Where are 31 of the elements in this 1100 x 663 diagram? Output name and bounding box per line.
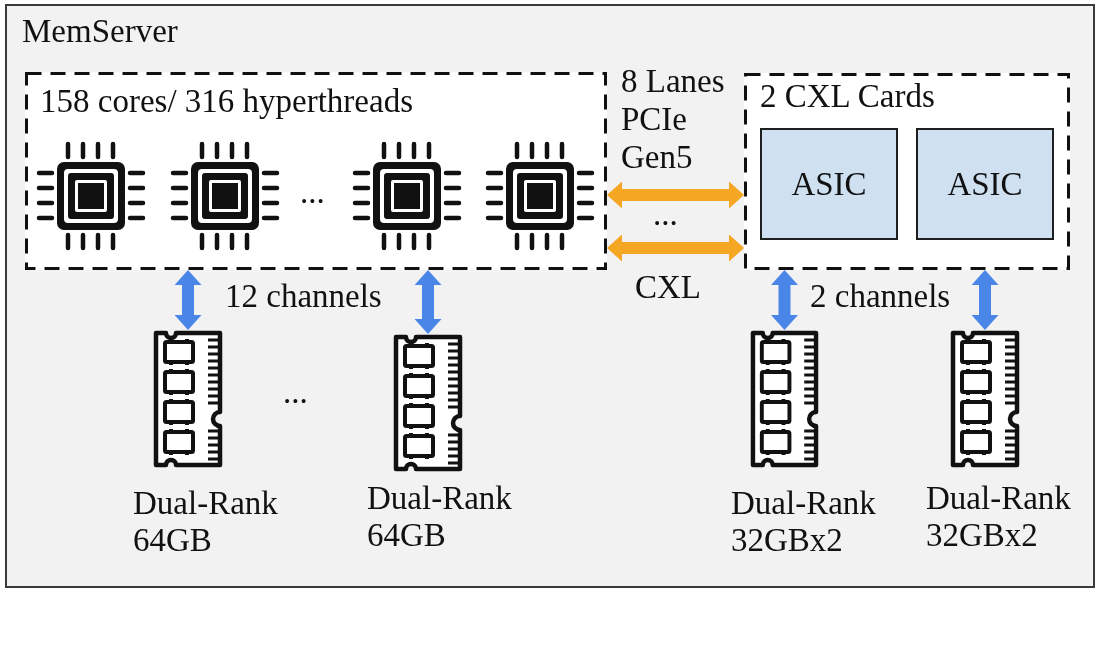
frame-title: MemServer <box>22 12 178 50</box>
module-caption: Dual-Rank 32GBx2 <box>926 480 1072 554</box>
server-frame <box>5 4 1095 588</box>
asic-block <box>760 128 898 240</box>
dashed-region <box>25 72 607 270</box>
module-caption: Dual-Rank 64GB <box>367 480 513 554</box>
module-caption: Dual-Rank 32GBx2 <box>731 485 877 559</box>
double-arrow <box>414 270 442 334</box>
memory-module-icon <box>153 330 223 468</box>
block-label: ASIC <box>947 165 1023 203</box>
channel-label: 12 channels <box>225 277 382 315</box>
memory-module-icon <box>393 334 463 472</box>
dashed-region <box>744 73 1070 270</box>
memory-module-icon <box>950 330 1020 468</box>
memory-module-icon <box>750 330 819 468</box>
ellipsis: ... <box>283 380 308 404</box>
double-arrow <box>971 270 999 330</box>
ellipsis: ... <box>300 180 325 204</box>
double-arrow <box>771 270 798 330</box>
region-heading: 2 CXL Cards <box>760 77 935 115</box>
double-arrow <box>607 234 744 262</box>
double-arrow <box>607 181 744 209</box>
double-arrow <box>174 270 202 330</box>
channel-label: 2 channels <box>810 277 951 315</box>
ellipsis: ... <box>653 202 678 226</box>
module-caption: Dual-Rank 64GB <box>133 485 279 559</box>
block-label: ASIC <box>791 165 867 203</box>
protocol-label: CXL <box>635 268 701 306</box>
asic-block <box>916 128 1054 240</box>
link-label: 8 Lanes PCIe Gen5 <box>621 62 726 176</box>
region-heading: 158 cores/ 316 hyperthreads <box>40 82 413 120</box>
